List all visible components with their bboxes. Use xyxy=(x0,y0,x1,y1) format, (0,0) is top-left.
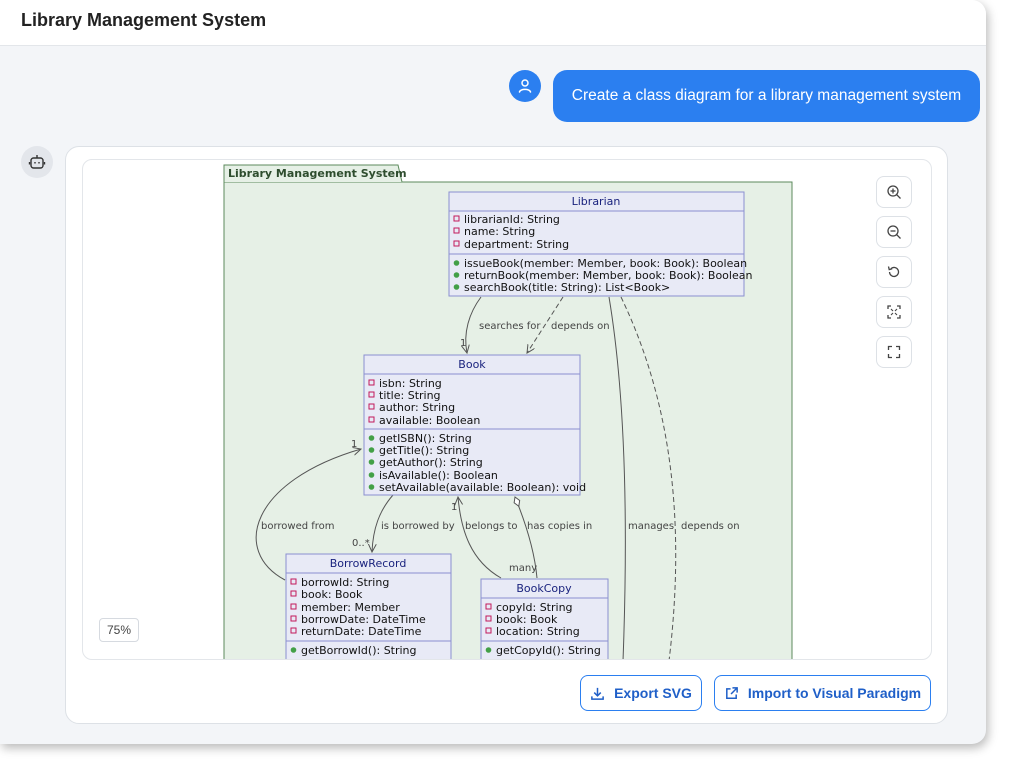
class-name: Book xyxy=(458,358,486,371)
fit-icon xyxy=(887,305,901,319)
multiplicity-label: 1 xyxy=(451,502,457,513)
relation-depends-on: depends on xyxy=(551,321,610,332)
fit-to-screen-button[interactable] xyxy=(876,296,912,328)
relation-belongs-to: belongs to xyxy=(465,521,518,532)
multiplicity-label: 0..* xyxy=(352,538,370,549)
class-method: getTitle(): String xyxy=(379,444,469,457)
import-visual-paradigm-label: Import to Visual Paradigm xyxy=(747,685,922,701)
class-attribute: borrowDate: DateTime xyxy=(301,613,426,626)
class-attribute: author: String xyxy=(379,401,455,414)
class-method: issueBook(member: Member, book: Book): B… xyxy=(464,257,747,270)
relation-has-copies-in: has copies in xyxy=(527,521,592,532)
download-icon xyxy=(591,687,604,700)
class-attribute: location: String xyxy=(496,625,580,638)
import-visual-paradigm-button[interactable]: Import to Visual Paradigm xyxy=(714,675,931,711)
external-link-icon xyxy=(725,686,738,699)
class-method: getISBN(): String xyxy=(379,432,472,445)
zoom-level-indicator: 75% xyxy=(99,618,139,642)
app-header: Library Management System xyxy=(0,0,986,46)
class-method: getBorrowId(): String xyxy=(301,644,417,657)
class-method: isAvailable(): Boolean xyxy=(379,469,498,482)
relation-borrowed-from: borrowed from xyxy=(261,521,335,532)
bot-avatar xyxy=(21,146,53,178)
class-name: Librarian xyxy=(572,195,621,208)
class-attribute: librarianId: String xyxy=(464,213,560,226)
fullscreen-icon xyxy=(887,345,901,359)
class-name: BookCopy xyxy=(516,582,572,595)
relation-manages: manages xyxy=(628,521,674,532)
class-borrowrecord[interactable]: BorrowRecord borrowId: String book: Book… xyxy=(285,553,452,659)
relation-depends-on-2: depends on xyxy=(681,521,740,532)
class-method: searchBook(title: String): List<Book> xyxy=(464,281,670,294)
class-bookcopy[interactable]: BookCopy copyId: String book: Book locat… xyxy=(480,578,609,659)
class-attribute: returnDate: DateTime xyxy=(301,625,422,638)
user-avatar xyxy=(509,70,541,102)
zoom-out-button[interactable] xyxy=(876,216,912,248)
fullscreen-button[interactable] xyxy=(876,336,912,368)
multiplicity-label: 1 xyxy=(351,439,357,450)
zoom-out-icon xyxy=(887,225,901,239)
relation-lines xyxy=(255,296,677,659)
export-svg-button[interactable]: Export SVG xyxy=(580,675,702,711)
zoom-in-icon xyxy=(887,185,901,199)
class-method: returnBook(member: Member, book: Book): … xyxy=(464,269,752,282)
multiplicity-label: 1 xyxy=(460,338,466,349)
user-message-bubble: Create a class diagram for a library man… xyxy=(553,70,980,122)
class-librarian[interactable]: Librarian librarianId: String name: Stri… xyxy=(448,191,752,297)
class-method: getAuthor(): String xyxy=(379,456,483,469)
class-attribute: copyId: String xyxy=(496,601,573,614)
class-attribute: book: Book xyxy=(496,613,558,626)
zoom-in-button[interactable] xyxy=(876,176,912,208)
class-diagram: Library Management System searches for d… xyxy=(223,164,793,659)
package-title: Library Management System xyxy=(228,167,407,180)
class-attribute: book: Book xyxy=(301,588,363,601)
diagram-viewer[interactable]: Library Management System searches for d… xyxy=(82,159,932,660)
relation-searches-for: searches for xyxy=(479,321,541,332)
reset-icon xyxy=(887,266,900,278)
class-attribute: available: Boolean xyxy=(379,414,480,427)
class-method: setAvailable(available: Boolean): void xyxy=(379,481,586,494)
class-attribute: isbn: String xyxy=(379,377,442,390)
class-attribute: name: String xyxy=(464,225,535,238)
relation-labels: searches for depends on borrowed from is… xyxy=(261,321,740,574)
class-attribute: department: String xyxy=(464,238,569,251)
user-icon xyxy=(518,79,532,93)
class-book[interactable]: Book isbn: String title: String author: … xyxy=(363,354,586,496)
page-title: Library Management System xyxy=(21,10,267,30)
class-method: getCopyId(): String xyxy=(496,644,601,657)
export-svg-label: Export SVG xyxy=(614,685,692,701)
class-attribute: title: String xyxy=(379,389,441,402)
reset-view-button[interactable] xyxy=(876,256,912,288)
class-attribute: member: Member xyxy=(301,601,400,614)
robot-icon xyxy=(28,155,46,169)
class-attribute: borrowId: String xyxy=(301,576,389,589)
relation-is-borrowed-by: is borrowed by xyxy=(381,521,455,532)
class-name: BorrowRecord xyxy=(330,557,407,570)
app-window: Library Management System Create a class… xyxy=(0,0,986,744)
multiplicity-label: many xyxy=(509,563,537,574)
